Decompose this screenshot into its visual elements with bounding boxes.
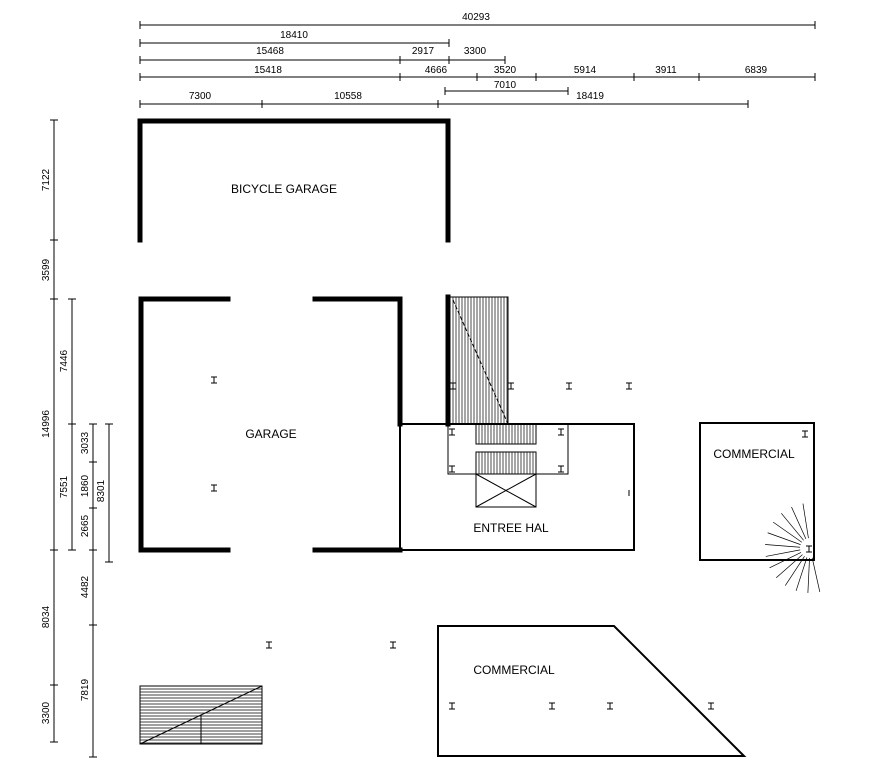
stair-core: [445, 294, 569, 508]
spiral-stair-tread: [776, 554, 803, 579]
column-marker: [806, 545, 812, 553]
dim-top-row4-4: 5914: [574, 65, 597, 76]
core-treads: [478, 424, 534, 474]
garage-label: GARAGE: [245, 427, 296, 441]
column-marker: [211, 484, 217, 492]
column-marker: [390, 641, 396, 649]
dim-left-col1-5: 3300: [41, 701, 52, 724]
spiral-stair-tread: [795, 557, 808, 591]
dim-left-col2-4: 7819: [80, 678, 91, 701]
column-marker: [449, 465, 455, 473]
commercial-right-label: COMMERCIAL: [713, 447, 795, 461]
column-markers-row: [449, 382, 632, 496]
column-marker: [449, 428, 455, 436]
spiral-stair-tread: [767, 532, 801, 545]
column-marker: [549, 702, 555, 710]
spiral-stair: [765, 503, 821, 593]
column-marker: [211, 376, 217, 384]
spiral-stair-tread: [781, 513, 804, 541]
spiral-stair-tread: [785, 556, 805, 586]
stair-treads: [452, 297, 508, 424]
commercial-bottom-label: COMMERCIAL: [473, 663, 555, 677]
dim-top-row3-3: 3300: [464, 46, 487, 57]
column-marker: [607, 702, 613, 710]
dim-left-col3-1: 3033: [80, 431, 91, 454]
column-marker: [558, 465, 564, 473]
dim-top-row3-2: 2917: [412, 46, 435, 57]
dim-top-row4-6: 6839: [745, 65, 768, 76]
spiral-stair-tread: [765, 544, 801, 548]
spiral-stair-tread: [772, 521, 803, 543]
column-marker: [802, 430, 808, 438]
dim-left-col3-2: 1860: [80, 474, 91, 497]
entree-hal-label: ENTREE HAL: [473, 521, 549, 535]
column-marker: [450, 382, 456, 390]
dim-left-col2-2: 7551: [59, 475, 70, 498]
entree-hal: ENTREE HAL: [399, 423, 635, 551]
dim-top-row6-1: 7300: [189, 91, 212, 102]
elevator-shaft: [475, 473, 537, 508]
dim-left-col1-3: 14996: [41, 410, 52, 438]
column-marker: [558, 428, 564, 436]
garage: GARAGE: [138, 296, 403, 553]
spiral-stair-tread: [791, 506, 807, 540]
dim-top-row4-1: 15418: [254, 65, 282, 76]
dim-top-row6-2: 10558: [334, 91, 362, 102]
column-marker: [449, 702, 455, 710]
dim-left-col2-1: 7446: [59, 349, 70, 372]
bicycle-garage: BICYCLE GARAGE: [137, 118, 451, 243]
commercial-bottom: COMMERCIAL: [437, 625, 747, 757]
ramp: [139, 685, 263, 745]
dim-left-col3-3: 2665: [80, 514, 91, 537]
column-marker: [566, 382, 572, 390]
top-dimensions: 40293 18410 15468 2917 3300 15418 4666 3…: [139, 12, 816, 108]
spiral-stair-tread: [811, 557, 821, 592]
dim-top-row4-5: 3911: [655, 65, 677, 76]
dim-top-row4-3: 3520: [494, 65, 517, 76]
commercial-right: COMMERCIAL: [699, 422, 821, 593]
spiral-stair-tread: [769, 552, 802, 569]
dim-left-col1-4: 8034: [41, 605, 52, 628]
column-marker: [266, 641, 272, 649]
column-marker: [626, 382, 632, 390]
dim-top-row5-1: 7010: [494, 80, 517, 91]
column-marker: [508, 382, 514, 390]
bicycle-garage-label: BICYCLE GARAGE: [231, 182, 337, 196]
spiral-stair-tread: [807, 557, 810, 593]
spiral-stair-tread: [765, 549, 801, 557]
dim-top-row3-1: 15468: [256, 46, 284, 57]
dim-top-row6-3: 18419: [576, 91, 604, 102]
column-marker: [708, 702, 714, 710]
dim-left-col2-3: 4482: [80, 575, 91, 598]
left-dimensions: 7122 3599 14996 8034 3300 7446 7551 4482…: [41, 119, 113, 758]
dim-left-col4-1: 8301: [96, 479, 107, 502]
dim-overall-width: 40293: [462, 12, 490, 23]
spiral-stair-tread: [802, 503, 809, 539]
dim-top-row2-1: 18410: [280, 30, 308, 41]
dim-top-row4-2: 4666: [425, 65, 448, 76]
dim-left-col1-1: 7122: [41, 168, 52, 191]
dim-left-col1-2: 3599: [41, 258, 52, 281]
